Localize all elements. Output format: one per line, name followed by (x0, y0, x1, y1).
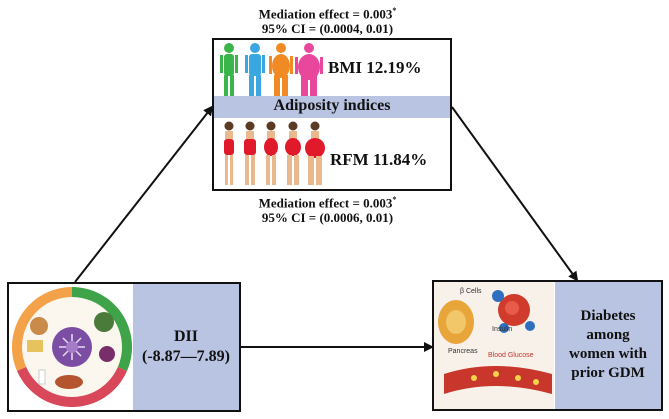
exposure-box: DII (-8.87—7.89) (7, 282, 241, 412)
arrow-exposure-to-mediator (74, 105, 214, 283)
adiposity-band (214, 96, 450, 118)
arrow-mediator-to-outcome (451, 106, 579, 282)
exposure-title: DII (173, 328, 198, 345)
glucose-image-label: Blood Glucose (488, 352, 534, 359)
adiposity-title: Adiposity indices (273, 97, 391, 114)
exposure-band (133, 284, 239, 410)
rfm-figures-icon (224, 121, 325, 185)
bmi-label: BMI 12.19% (328, 58, 422, 77)
outcome-line-3: women with (569, 346, 647, 362)
figure-pink (295, 43, 323, 96)
mediator-box: BMI 12.19% Adiposity indices (212, 38, 452, 191)
outcome-box: β Cells Insulin Pancreas Blood Glucose D… (432, 280, 663, 411)
body-figures (224, 121, 325, 185)
outcome-band (555, 282, 661, 409)
exposure-range: (-8.87—7.89) (142, 348, 230, 365)
cells-image-label: β Cells (460, 288, 482, 295)
outcome-line-1: Diabetes (580, 308, 636, 324)
bottom-mediation-effect: Mediation effect = 0.003* (258, 195, 397, 211)
bottom-mediation-ci: 95% CI = (0.0006, 0.01) (261, 210, 394, 225)
diabetes-illustration-icon (434, 282, 554, 409)
food-plate-icon (11, 287, 133, 408)
rfm-label: RFM 11.84% (330, 150, 428, 169)
outcome-line-4: prior GDM (571, 365, 645, 381)
insulin-image-label: Insulin (492, 326, 513, 333)
top-mediation-ci: 95% CI = (0.0004, 0.01) (261, 21, 394, 36)
figure-blue (245, 43, 265, 96)
outcome-line-2: among (586, 327, 630, 343)
top-mediation-effect: Mediation effect = 0.003* (258, 6, 397, 22)
bmi-figures-icon (220, 43, 323, 96)
pancreas-image-label: Pancreas (448, 348, 478, 355)
figure-green (220, 43, 238, 96)
figure-orange (269, 43, 293, 96)
